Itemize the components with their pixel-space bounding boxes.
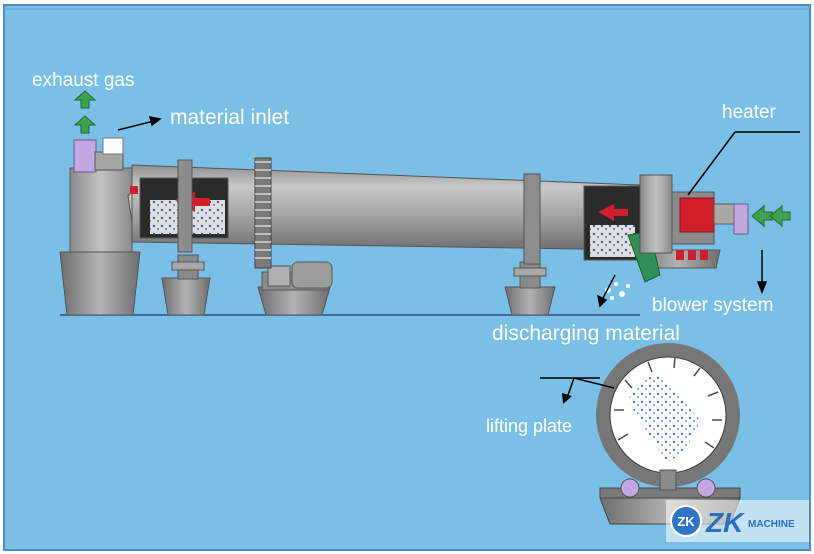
logo-suffix-text: MACHINE: [748, 519, 795, 530]
discharge-head: [639, 174, 673, 254]
label-discharging-material: discharging material: [492, 322, 680, 345]
label-heater: heater: [722, 102, 777, 123]
label-lifting-plate: lifting plate: [486, 416, 572, 436]
blower-air-arrows: [751, 204, 791, 228]
exhaust-arrows: [73, 90, 97, 134]
leader-lines: [117, 116, 800, 308]
company-logo: ZK ZK MACHINE: [666, 500, 809, 542]
label-blower-system: blower system: [652, 295, 773, 316]
logo-brand-text: ZK: [705, 507, 745, 538]
drum-cross-section: [540, 343, 741, 525]
label-exhaust-gas: exhaust gas: [32, 70, 134, 91]
label-material-inlet: material inlet: [170, 106, 289, 129]
riding-rings: [177, 159, 541, 265]
roller-stands: [171, 254, 547, 289]
heater-unit: [671, 191, 749, 260]
logo-badge-icon: [670, 505, 702, 537]
drive-motor: [261, 261, 333, 291]
gear-ring: [254, 157, 272, 269]
logo-badge-text: ZK: [677, 514, 695, 529]
